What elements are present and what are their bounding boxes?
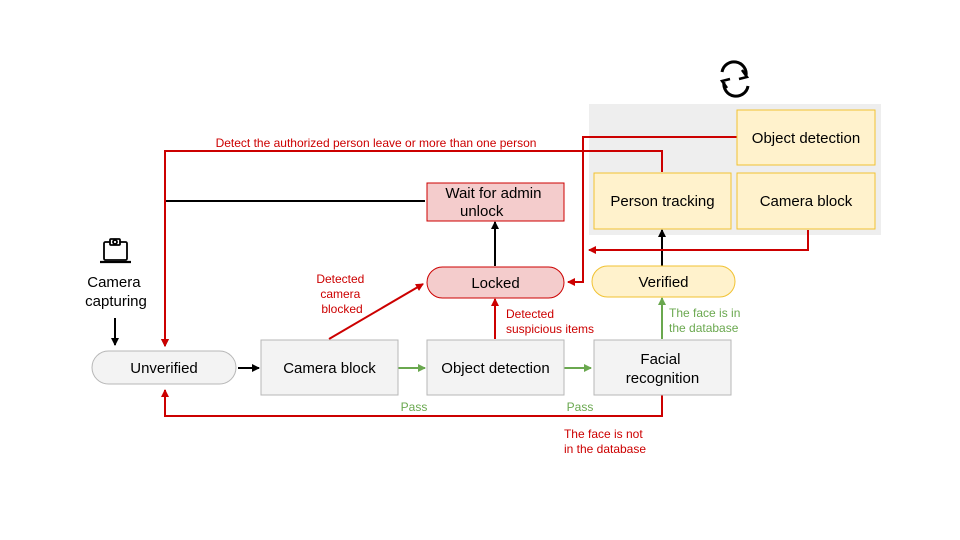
ds-line-1: Detected <box>506 307 554 321</box>
dcb-line-1: Detected <box>316 272 364 286</box>
node-unverified <box>91 350 237 385</box>
node-camera-block-label: Camera block <box>283 360 376 377</box>
edge-camera-locked <box>328 283 424 340</box>
refresh-loop-icon <box>719 60 750 98</box>
node-facial-recognition <box>593 339 732 396</box>
edge-facial-unverified <box>161 389 663 417</box>
node-monitor-camera-block-label: Camera block <box>760 193 853 210</box>
facial-line-1: Facial <box>640 351 680 368</box>
fnin-line-1: The face is not <box>564 427 643 441</box>
edge-wait-unverified <box>161 200 425 347</box>
node-locked-label: Locked <box>471 275 519 292</box>
capturing-line-1: Camera <box>87 274 141 291</box>
node-unverified-label: Unverified <box>130 360 198 377</box>
node-facial-recognition-label: Facial recognition <box>626 351 699 387</box>
node-monitor-object-detection-label: Object detection <box>752 130 860 147</box>
node-verified <box>591 265 736 298</box>
detect-leave-label: Detect the authorized person leave or mo… <box>216 136 537 150</box>
capturing-line-2: capturing <box>85 293 147 310</box>
face-in-db-label: The face is in the database <box>669 306 744 335</box>
node-monitor-object-detection <box>736 109 876 166</box>
dcb-line-2: camera <box>320 287 360 301</box>
node-person-tracking <box>593 172 732 230</box>
wait-line-2: unlock <box>460 203 504 220</box>
pass-label-2: Pass <box>567 400 594 414</box>
ds-line-2: suspicious items <box>506 322 594 336</box>
detected-suspicious-label: Detected suspicious items <box>506 307 594 336</box>
edge-monitor-camera-locked <box>588 230 809 254</box>
fin-line-2: the database <box>669 321 739 335</box>
wait-line-1: Wait for admin <box>445 185 541 202</box>
node-object-detection-label: Object detection <box>441 360 549 377</box>
edge-tracking-unverified <box>161 150 663 347</box>
facial-line-2: recognition <box>626 370 699 387</box>
node-wait-admin-label: Wait for admin unlock <box>445 185 545 220</box>
node-object-detection <box>426 339 565 396</box>
node-locked <box>426 266 565 299</box>
camera-capturing-label: Camera capturing <box>85 274 147 310</box>
detected-camera-blocked-label: Detected camera blocked <box>316 272 367 316</box>
node-monitor-camera-block <box>736 172 876 230</box>
face-not-in-db-label: The face is not in the database <box>564 427 646 456</box>
node-person-tracking-label: Person tracking <box>610 193 714 210</box>
fnin-line-2: in the database <box>564 442 646 456</box>
edge-monitor-object-locked <box>567 136 737 286</box>
fin-line-1: The face is in <box>669 306 740 320</box>
pass-label-1: Pass <box>401 400 428 414</box>
node-verified-label: Verified <box>638 274 688 291</box>
node-camera-block <box>260 339 399 396</box>
node-wait-admin <box>426 182 565 222</box>
webcam-icon <box>100 238 131 264</box>
dcb-line-3: blocked <box>321 302 362 316</box>
